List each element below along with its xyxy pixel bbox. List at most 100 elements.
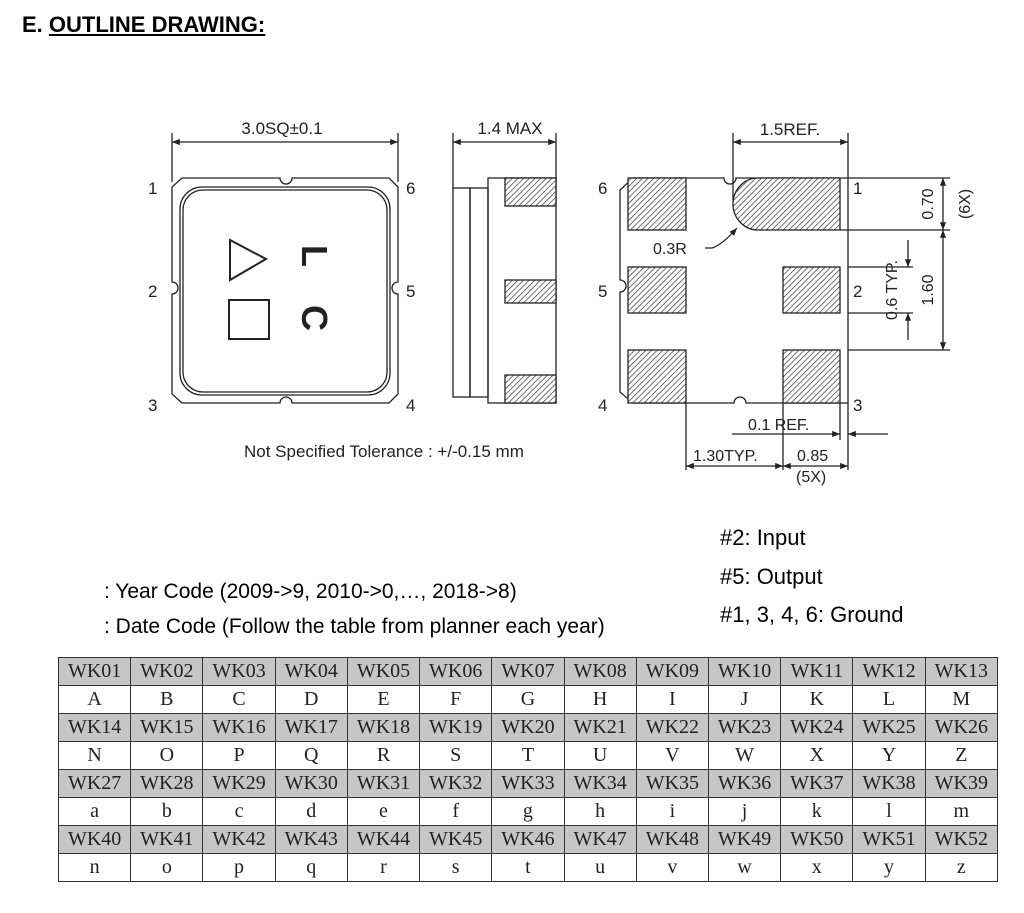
week-cell: WK25	[852, 713, 926, 742]
code-cell: i	[635, 797, 709, 826]
week-cell: WK04	[274, 657, 348, 686]
top-pin-1: 1	[148, 179, 157, 198]
code-cell: m	[924, 797, 999, 826]
bottom-pin-1: 1	[853, 179, 862, 198]
week-cell: WK43	[274, 825, 348, 854]
week-cell: WK24	[780, 713, 854, 742]
week-cell: WK03	[202, 657, 276, 686]
week-cell: WK13	[924, 657, 999, 686]
bottom-view: 1.5REF. 0.70 (6X) 1.60 0.6 TYP. 0.3R 0.1…	[598, 120, 974, 486]
dim-0-70: 0.70	[920, 188, 937, 219]
side-view: 1.4 MAX	[452, 119, 557, 404]
week-cell: WK48	[635, 825, 709, 854]
code-cell: b	[130, 797, 204, 826]
week-cell: WK52	[924, 825, 999, 854]
code-cell: D	[274, 685, 348, 714]
dim-0-1-ref: 0.1 REF.	[748, 417, 809, 434]
week-cell: WK49	[707, 825, 782, 854]
code-cell: I	[635, 685, 709, 714]
week-cell: WK20	[491, 713, 565, 742]
section-title: E. OUTLINE DRAWING:	[22, 12, 265, 38]
code-cell: L	[852, 685, 926, 714]
week-cell: WK45	[419, 825, 493, 854]
code-cell: E	[346, 685, 421, 714]
code-cell: z	[924, 853, 999, 882]
top-pin-5: 5	[406, 282, 415, 301]
date-code-square-icon	[228, 299, 270, 340]
week-cell: WK26	[924, 713, 999, 742]
dim-1-60: 1.60	[920, 274, 937, 305]
week-cell: WK14	[57, 713, 132, 742]
code-cell: c	[202, 797, 276, 826]
top-pin-2: 2	[148, 282, 157, 301]
week-cell: WK36	[707, 769, 782, 798]
code-cell: d	[274, 797, 348, 826]
week-cell: WK46	[491, 825, 565, 854]
code-cell: x	[780, 853, 854, 882]
week-cell: WK09	[635, 657, 709, 686]
code-cell: a	[57, 797, 132, 826]
week-cell: WK31	[346, 769, 421, 798]
code-cell: H	[563, 685, 637, 714]
week-cell: WK01	[57, 657, 132, 686]
code-cell: P	[202, 741, 276, 770]
week-cell: WK22	[635, 713, 709, 742]
code-cell: C	[202, 685, 276, 714]
code-cell: q	[274, 853, 348, 882]
code-cell: w	[707, 853, 782, 882]
pin-function-input: #2: Input	[720, 525, 806, 550]
week-cell: WK27	[57, 769, 132, 798]
code-cell: u	[563, 853, 637, 882]
week-cell: WK38	[852, 769, 926, 798]
dim-5x: (5X)	[796, 469, 826, 486]
date-code-legend: : Date Code (Follow the table from plann…	[104, 615, 605, 638]
code-cell: k	[780, 797, 854, 826]
code-cell: o	[130, 853, 204, 882]
top-pin-4: 4	[406, 396, 415, 415]
dim-1-5-ref: 1.5REF.	[760, 120, 820, 139]
code-cell: h	[563, 797, 637, 826]
code-cell: f	[419, 797, 493, 826]
bottom-pin-4: 4	[598, 396, 607, 415]
code-cell: n	[57, 853, 132, 882]
code-cell: Q	[274, 741, 348, 770]
outline-drawing: 3.0SQ±0.1 L C 1 2 3 4 5 6 1.4 MAX Not Sp…	[148, 119, 974, 486]
week-cell: WK34	[563, 769, 637, 798]
top-pin-6: 6	[406, 179, 415, 198]
code-cell: B	[130, 685, 204, 714]
code-cell: G	[491, 685, 565, 714]
bottom-pin-5: 5	[598, 282, 607, 301]
week-cell: WK51	[852, 825, 926, 854]
week-cell: WK15	[130, 713, 204, 742]
bottom-pin-3: 3	[853, 396, 862, 415]
code-cell: t	[491, 853, 565, 882]
code-cell: Y	[852, 741, 926, 770]
bottom-pin-2: 2	[853, 282, 862, 301]
week-cell: WK37	[780, 769, 854, 798]
top-pin-3: 3	[148, 396, 157, 415]
section-prefix: E.	[22, 12, 43, 37]
code-cell: R	[346, 741, 421, 770]
dim-6x: (6X)	[957, 189, 974, 219]
code-cell: S	[419, 741, 493, 770]
code-cell: s	[419, 853, 493, 882]
week-cell: WK33	[491, 769, 565, 798]
week-cell: WK29	[202, 769, 276, 798]
week-cell: WK18	[346, 713, 421, 742]
week-cell: WK16	[202, 713, 276, 742]
code-cell: M	[924, 685, 999, 714]
week-cell: WK21	[563, 713, 637, 742]
code-cell: J	[707, 685, 782, 714]
top-view-dimension: 3.0SQ±0.1	[241, 119, 322, 138]
week-cell: WK05	[346, 657, 421, 686]
week-cell: WK35	[635, 769, 709, 798]
bottom-pin-6: 6	[598, 179, 607, 198]
week-cell: WK39	[924, 769, 999, 798]
week-cell: WK40	[57, 825, 132, 854]
tolerance-note: Not Specified Tolerance : +/-0.15 mm	[244, 442, 524, 461]
code-cell: g	[491, 797, 565, 826]
